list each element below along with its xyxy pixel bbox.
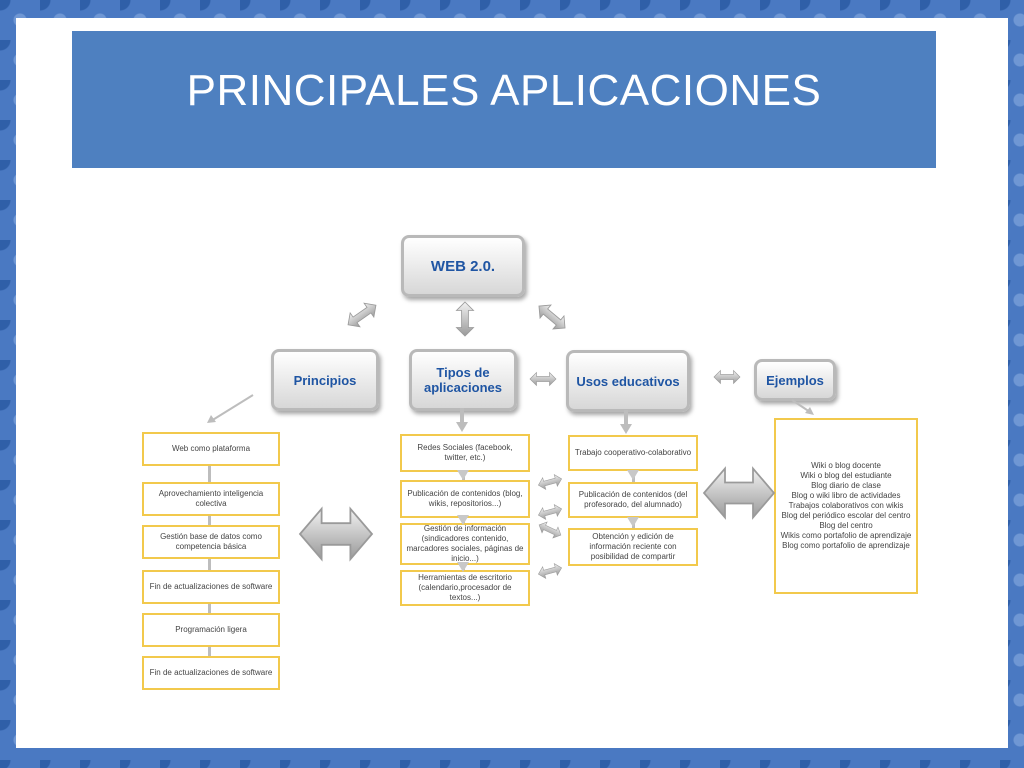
ejemplos-item: Wiki o blog del estudiante bbox=[800, 471, 892, 480]
usos-item: Trabajo cooperativo-colaborativo bbox=[568, 435, 698, 471]
principios-item: Web como plataforma bbox=[142, 432, 280, 466]
arrow-down-icon bbox=[620, 410, 632, 434]
arrow-down-icon bbox=[457, 515, 469, 525]
title-bar: PRINCIPALES APLICACIONES bbox=[72, 31, 936, 168]
arrow-down-right-icon bbox=[791, 399, 814, 415]
ejemplos-item: Trabajos colaborativos con wikis bbox=[788, 501, 904, 510]
ejemplos-list: Wiki o blog docente Wiki o blog del estu… bbox=[774, 418, 918, 594]
usos-item: Obtención y edición de información recie… bbox=[568, 528, 698, 566]
ejemplos-item: Blog del centro bbox=[819, 521, 873, 530]
tipos-item: Redes Sociales (facebook, twitter, etc.) bbox=[400, 434, 530, 472]
arrow-down-left-icon bbox=[207, 394, 254, 423]
ejemplos-item: Blog diario de clase bbox=[811, 481, 881, 490]
node-usos-label: Usos educativos bbox=[576, 373, 680, 389]
arrow-down-icon bbox=[457, 470, 469, 480]
principios-item: Aprovechamiento inteligencia colectiva bbox=[142, 482, 280, 516]
ejemplos-item: Wiki o blog docente bbox=[811, 461, 881, 470]
tipos-item: Herramientas de escritorio (calendario,p… bbox=[400, 570, 530, 606]
double-arrow-icon bbox=[347, 302, 377, 328]
node-web: WEB 2.0. bbox=[401, 235, 525, 297]
node-tipos: Tipos de aplicaciones bbox=[409, 349, 517, 411]
node-principios: Principios bbox=[271, 349, 379, 411]
arrow-down-icon bbox=[627, 517, 639, 527]
double-arrow-icon bbox=[537, 563, 563, 579]
node-ejemplos: Ejemplos bbox=[754, 359, 836, 401]
tipos-item: Publicación de contenidos (blog, wikis, … bbox=[400, 480, 530, 518]
principios-item: Fin de actualizaciones de software bbox=[142, 656, 280, 690]
arrow-down-icon bbox=[457, 562, 469, 572]
principios-item: Fin de actualizaciones de software bbox=[142, 570, 280, 604]
double-arrow-icon bbox=[702, 466, 776, 520]
usos-item: Publicación de contenidos (del profesora… bbox=[568, 482, 698, 518]
principios-connector bbox=[208, 465, 211, 665]
double-arrow-icon bbox=[455, 301, 475, 337]
double-arrow-icon bbox=[298, 506, 374, 562]
double-arrow-icon bbox=[537, 474, 563, 490]
arrow-down-icon bbox=[627, 470, 639, 480]
double-arrow-icon bbox=[713, 369, 741, 385]
ejemplos-item: Blog o wiki libro de actividades bbox=[791, 491, 901, 500]
ejemplos-item: Wikis como portafolio de aprendizaje bbox=[780, 531, 912, 540]
node-ejemplos-label: Ejemplos bbox=[766, 372, 824, 388]
double-arrow-icon bbox=[538, 521, 562, 539]
double-arrow-icon bbox=[538, 304, 566, 330]
node-web-label: WEB 2.0. bbox=[430, 257, 496, 275]
ejemplos-item: Blog del periódico escolar del centro bbox=[781, 511, 911, 520]
principios-item: Programación ligera bbox=[142, 613, 280, 647]
page-title: PRINCIPALES APLICACIONES bbox=[186, 66, 822, 115]
principios-item: Gestión base de datos como competencia b… bbox=[142, 525, 280, 559]
arrow-down-icon bbox=[456, 408, 468, 432]
node-tipos-label: Tipos de aplicaciones bbox=[423, 365, 503, 395]
double-arrow-icon bbox=[529, 371, 557, 387]
node-usos: Usos educativos bbox=[566, 350, 690, 412]
ejemplos-item: Blog como portafolio de aprendizaje bbox=[782, 541, 910, 550]
node-principios-label: Principios bbox=[293, 372, 357, 388]
tipos-item: Gestión de información (sindicadores con… bbox=[400, 523, 530, 565]
double-arrow-icon bbox=[537, 504, 563, 520]
